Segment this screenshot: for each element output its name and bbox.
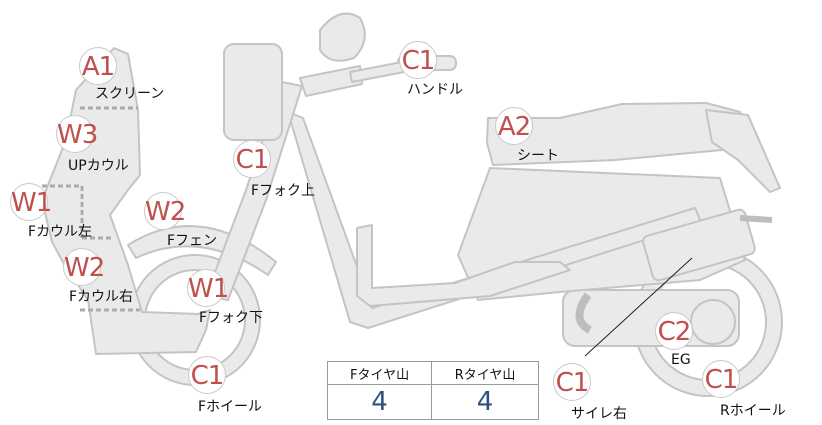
front-tire-value[interactable]: 4 [326, 384, 433, 420]
label-f-fork-upper: Fフォク上 [251, 183, 316, 199]
label-f-cowl-left: Fカウル左 [28, 224, 93, 240]
label-seat: シート [517, 148, 559, 164]
label-screen: スクリーン [95, 86, 165, 102]
floorboard [356, 224, 571, 307]
label-r-wheel: Rホイール [720, 403, 786, 419]
badge-screen: A1 [79, 47, 117, 85]
badge-handle: C1 [399, 41, 437, 79]
shock [642, 208, 756, 282]
label-f-cowl-right: Fカウル右 [69, 289, 134, 305]
headlight [223, 43, 283, 141]
badge-up-cowl: W3 [56, 115, 98, 153]
badge-engine: C2 [655, 312, 693, 350]
badge-f-cowl-left: W1 [10, 183, 52, 221]
badge-r-wheel: C1 [702, 360, 740, 398]
badge-seat: A2 [495, 107, 533, 145]
badge-f-wheel: C1 [188, 356, 226, 394]
mirror [319, 12, 366, 62]
label-f-wheel: Fホイール [198, 399, 263, 415]
badge-f-cowl-right: W2 [63, 248, 105, 286]
badge-muffler-right: C1 [553, 363, 591, 401]
rear-hub [690, 299, 736, 345]
steering-column [299, 65, 363, 97]
front-tire-header: Fタイヤ山 [326, 361, 433, 385]
label-f-fender: Fフェン [167, 233, 218, 249]
label-up-cowl: UPカウル [68, 158, 129, 174]
label-handle: ハンドル [407, 82, 463, 98]
tail [705, 109, 781, 193]
badge-f-fork-lower: W1 [187, 269, 229, 307]
rear-tire-value[interactable]: 4 [431, 384, 539, 420]
rear-tire-header: Rタイヤ山 [431, 361, 539, 385]
label-engine: EG [671, 352, 691, 368]
label-muffler-right: サイレ右 [571, 406, 627, 422]
badge-f-fender: W2 [144, 192, 186, 230]
tire-tread-table: Fタイヤ山 Rタイヤ山 4 4 [326, 361, 539, 420]
badge-f-fork-upper: C1 [233, 140, 271, 178]
label-f-fork-lower: Fフォク下 [199, 310, 264, 326]
engine-leader-line [584, 257, 693, 357]
